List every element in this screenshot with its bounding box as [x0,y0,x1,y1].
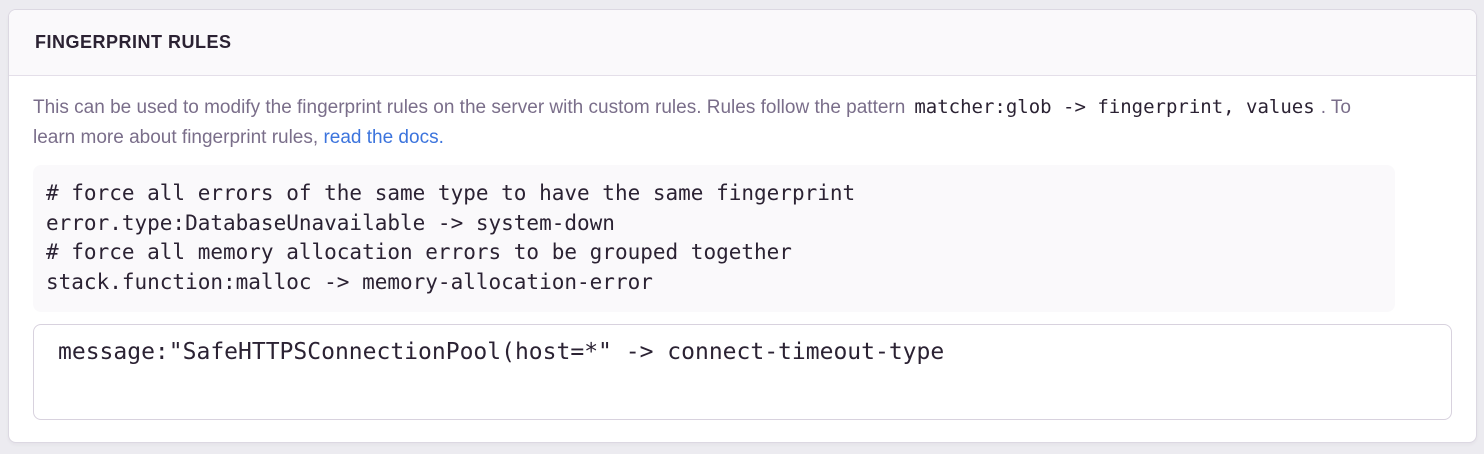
fingerprint-rules-panel: FINGERPRINT RULES This can be used to mo… [8,9,1477,443]
description-text: This can be used to modify the fingerpri… [33,97,906,118]
panel-header: FINGERPRINT RULES [9,10,1476,76]
read-the-docs-link[interactable]: read the docs. [323,127,444,148]
description-line-1: This can be used to modify the fingerpri… [33,92,1452,123]
description-text-after-code: . To [1320,97,1351,118]
panel-body: This can be used to modify the fingerpri… [9,76,1476,442]
fingerprint-rules-input[interactable]: message:"SafeHTTPSConnectionPool(host=*"… [33,324,1452,420]
fingerprint-rules-description: This can be used to modify the fingerpri… [33,92,1452,153]
pattern-inline-code: matcher:glob -> fingerprint, values [914,96,1315,118]
panel-title: FINGERPRINT RULES [35,32,232,52]
fingerprint-rules-example-code-block: # force all errors of the same type to h… [33,165,1395,312]
description-text-line2: learn more about fingerprint rules, [33,127,319,148]
description-line-2: learn more about fingerprint rules, read… [33,123,1452,153]
